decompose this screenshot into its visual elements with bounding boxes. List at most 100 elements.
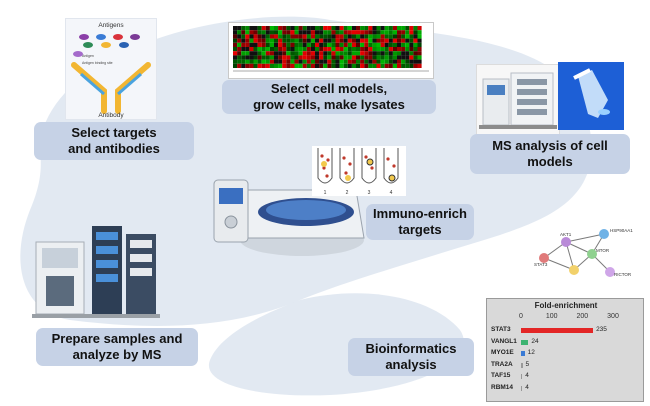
tube-label-4: 4: [390, 190, 393, 196]
heatmap-cell: [261, 51, 266, 56]
heatmap-cell: [233, 51, 238, 56]
heatmap-cell: [298, 59, 303, 64]
heatmap-cell: [380, 34, 385, 39]
heatmap-cell: [401, 63, 406, 68]
heatmap-cell: [327, 38, 332, 43]
bar: [521, 386, 523, 391]
heatmap-cell: [327, 63, 332, 68]
heatmap-cell: [249, 63, 254, 68]
heatmap-cell: [397, 55, 402, 60]
heatmap-cell: [392, 63, 397, 68]
heatmap-cell: [245, 47, 250, 52]
data-label: 235: [596, 326, 607, 333]
heatmap-cell: [249, 42, 254, 47]
heatmap-cell: [351, 38, 356, 43]
heatmap-cell: [310, 51, 315, 56]
heatmap-cell: [278, 42, 283, 47]
heatmap-cell: [417, 47, 422, 52]
step-bioinformatics-line2: analysis: [385, 357, 437, 372]
heatmap-cell: [413, 26, 418, 31]
heatmap-cell: [253, 34, 258, 39]
heatmap-cell: [315, 63, 320, 68]
heatmap-cell: [245, 34, 250, 39]
heatmap-cell: [245, 30, 250, 35]
heatmap-cell: [339, 55, 344, 60]
heatmap-cell: [372, 63, 377, 68]
heatmap-cell: [380, 51, 385, 56]
step-bioinformatics-line1: Bioinformatics: [365, 341, 457, 356]
heatmap-cell: [380, 59, 385, 64]
heatmap-cell: [409, 30, 414, 35]
network-graph: HSP90AA1 MTOR RICTOR STAT3 AKT1: [534, 228, 633, 277]
heatmap-cell: [356, 34, 361, 39]
binding-site-label: Antigen binding site: [82, 61, 113, 65]
heatmap-cell: [323, 42, 328, 47]
heatmap-cell: [315, 59, 320, 64]
heatmap-cell: [351, 47, 356, 52]
heatmap-cell: [323, 38, 328, 43]
heatmap-cell: [380, 47, 385, 52]
heatmap-cell: [323, 59, 328, 64]
heatmap-cell: [397, 30, 402, 35]
heatmap-cell: [257, 51, 262, 56]
heatmap-cell: [282, 51, 287, 56]
heatmap-cell: [347, 59, 352, 64]
heatmap-cell: [253, 42, 258, 47]
heatmap-cell: [356, 38, 361, 43]
heatmap-cell: [401, 55, 406, 60]
category-label: TAF15: [491, 372, 511, 380]
heatmap-cell: [319, 42, 324, 47]
bar: [521, 339, 529, 345]
heatmap-cell: [241, 34, 246, 39]
heatmap-cell: [351, 26, 356, 31]
heatmap-cell: [269, 38, 274, 43]
heatmap-cell: [241, 63, 246, 68]
heatmap-cell: [269, 34, 274, 39]
heatmap-cell: [253, 55, 258, 60]
heatmap-cell: [364, 55, 369, 60]
antibody-icon: Antigens Antigen Antigen binding site An…: [71, 22, 151, 119]
heatmap-cell: [343, 51, 348, 56]
heatmap-cell: [343, 34, 348, 39]
heatmap-cell: [388, 59, 393, 64]
heatmap-cell: [417, 55, 422, 60]
heatmap-cell: [249, 26, 254, 31]
heatmap-cell: [405, 63, 410, 68]
heatmap-cell: [388, 34, 393, 39]
heatmap-cell: [323, 34, 328, 39]
heatmap-cell: [351, 63, 356, 68]
chart-title: Fold-enrichment: [534, 301, 598, 310]
heatmap-cell: [343, 63, 348, 68]
heatmap-cell: [294, 26, 299, 31]
heatmap-cell: [417, 59, 422, 64]
heatmap-cell: [294, 38, 299, 43]
heatmap-cell: [384, 63, 389, 68]
heatmap-cell: [331, 38, 336, 43]
heatmap-cell: [335, 38, 340, 43]
heatmap-cell: [257, 47, 262, 52]
heatmap-cell: [409, 51, 414, 56]
step-select-cell-models: Select cell models, grow cells, make lys…: [222, 80, 436, 114]
heatmap-cell: [380, 38, 385, 43]
heatmap-cell: [302, 47, 307, 52]
heatmap-cell: [347, 30, 352, 35]
data-label: 24: [531, 337, 539, 345]
heatmap-cell: [237, 42, 242, 47]
heatmap-cell: [274, 34, 279, 39]
heatmap-cell: [245, 59, 250, 64]
heatmap-cell: [286, 38, 291, 43]
heatmap-cell: [376, 63, 381, 68]
heatmap-cell: [360, 51, 365, 56]
x-tick-label: 100: [545, 313, 558, 320]
tube-label-1: 1: [324, 190, 327, 196]
heatmap-cell: [401, 34, 406, 39]
category-label: TRA2A: [491, 360, 513, 368]
heatmap-cell: [249, 38, 254, 43]
heatmap-cell: [339, 42, 344, 47]
heatmap-cell: [368, 38, 373, 43]
heatmap-cell: [298, 30, 303, 35]
heatmap-cell: [261, 38, 266, 43]
heatmap-cell: [257, 34, 262, 39]
heatmap-cell: [237, 55, 242, 60]
heatmap-cell: [245, 63, 250, 68]
